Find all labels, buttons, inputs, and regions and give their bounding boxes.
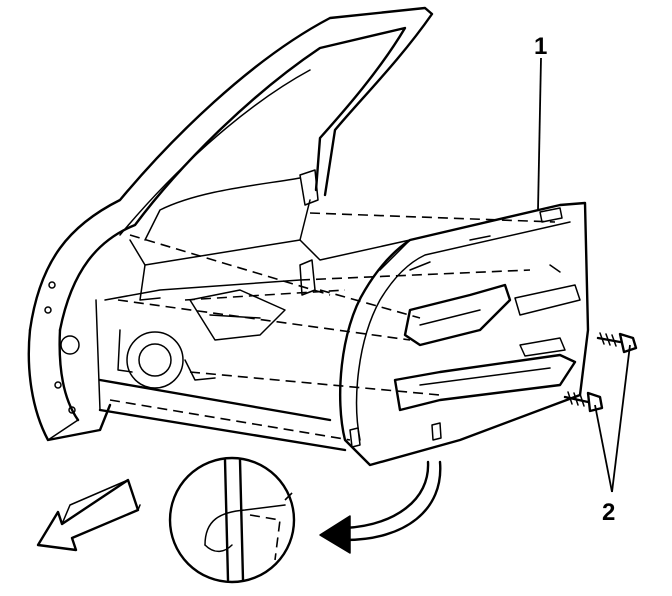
alignment-dashed-lines bbox=[109, 212, 556, 441]
detail-arrow bbox=[319, 460, 442, 554]
callout-1-label: 1 bbox=[534, 33, 547, 60]
callout-2-label: 2 bbox=[602, 499, 615, 526]
callout-leaders bbox=[537, 57, 631, 493]
screw-lower bbox=[563, 391, 604, 413]
screw-upper bbox=[596, 332, 638, 354]
forward-direction-arrow bbox=[36, 478, 141, 552]
door-trim-panel bbox=[338, 201, 590, 467]
clip-detail-view bbox=[168, 456, 296, 584]
door-frame bbox=[27, 6, 434, 452]
